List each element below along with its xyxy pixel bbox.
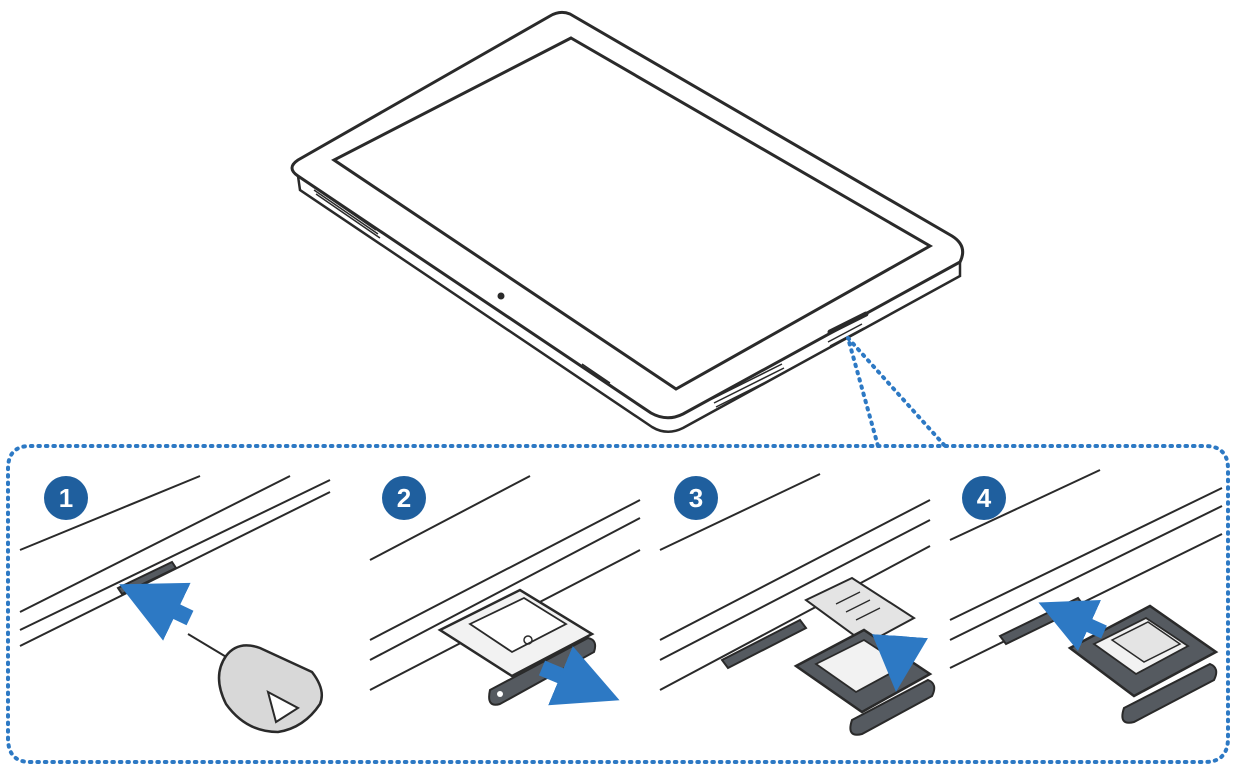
arrow-icon bbox=[872, 634, 928, 692]
step-3-panel bbox=[659, 473, 936, 736]
step-number: 1 bbox=[59, 483, 73, 513]
step-badge-3: 3 bbox=[674, 476, 718, 520]
card-tray-icon bbox=[793, 628, 936, 736]
step-number: 2 bbox=[397, 483, 411, 513]
step-4-panel bbox=[949, 469, 1223, 724]
arrow-icon bbox=[119, 582, 194, 641]
card-slot-marker bbox=[827, 311, 869, 335]
step-badge-1: 1 bbox=[44, 476, 88, 520]
step-number: 3 bbox=[689, 483, 703, 513]
front-camera-icon bbox=[497, 292, 505, 300]
step-2-panel bbox=[369, 475, 641, 706]
tablet-edge bbox=[296, 175, 962, 433]
detail-callout-border bbox=[6, 336, 1230, 764]
arrow-icon bbox=[538, 646, 620, 706]
memory-card-icon bbox=[804, 576, 916, 646]
ejection-pin-icon bbox=[187, 633, 323, 734]
step-badge-2: 2 bbox=[382, 476, 426, 520]
step-number: 4 bbox=[977, 483, 992, 513]
tablet-ports bbox=[311, 185, 865, 408]
step-1-panel bbox=[19, 475, 331, 734]
tablet-screen bbox=[331, 36, 934, 391]
card-slot bbox=[720, 618, 808, 670]
step-badge-4: 4 bbox=[962, 476, 1006, 520]
card-tray-icon bbox=[1067, 604, 1219, 724]
arrow-icon bbox=[1038, 599, 1107, 652]
tablet-illustration bbox=[290, 10, 965, 433]
